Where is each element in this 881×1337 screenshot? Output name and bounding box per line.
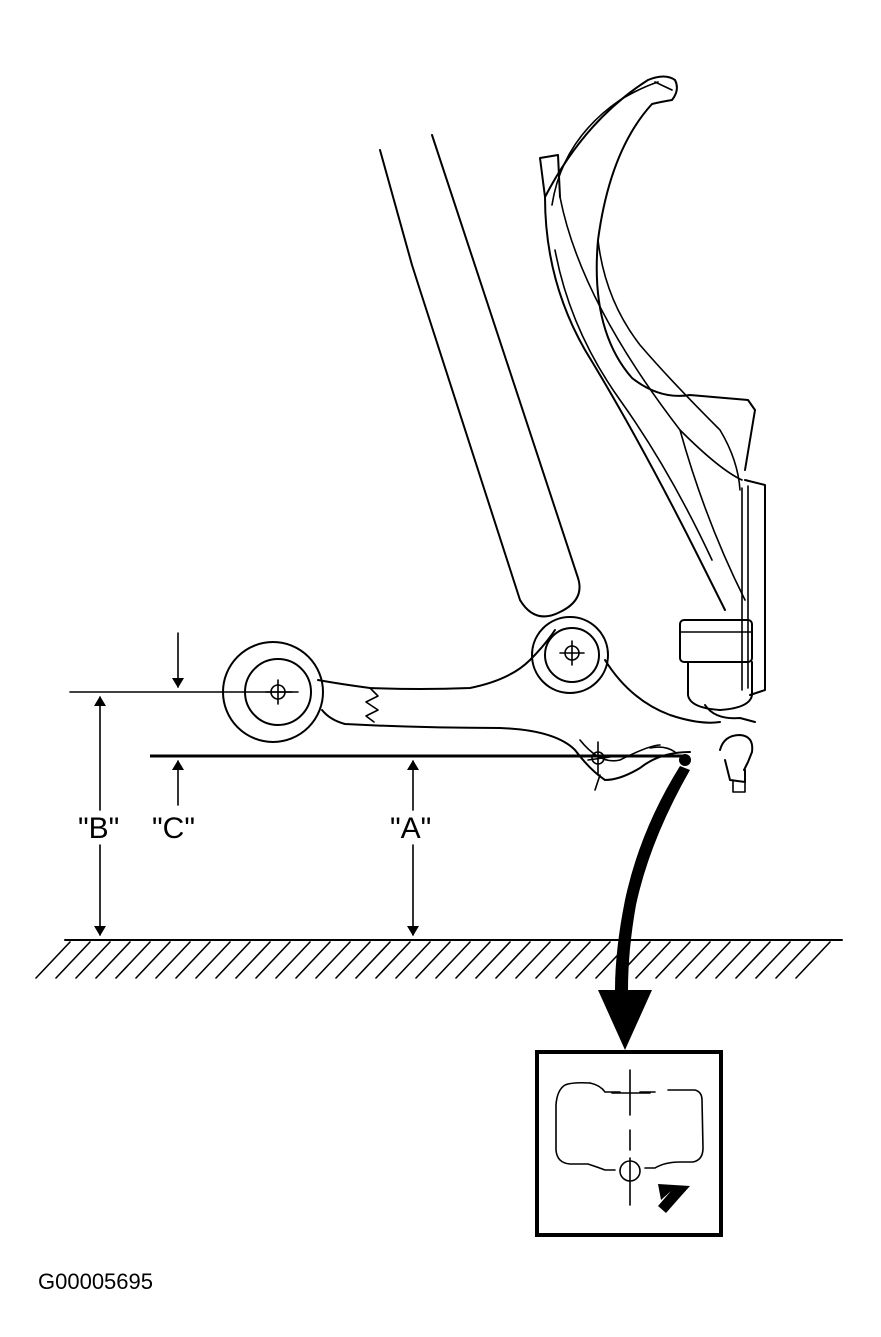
hatch-line	[695, 941, 731, 979]
hatch-line	[235, 941, 271, 979]
hatch-line	[195, 941, 231, 979]
hatch-line	[335, 941, 371, 979]
hatch-line	[715, 941, 751, 979]
hatch-line	[435, 941, 471, 979]
hatch-line	[475, 941, 511, 979]
hatch-line	[295, 941, 331, 979]
steering-knuckle	[539, 75, 766, 696]
hatch-line	[555, 941, 591, 979]
hatch-line	[55, 941, 91, 979]
hatch-line	[355, 941, 391, 979]
hatch-line	[215, 941, 251, 979]
hatch-line	[155, 941, 191, 979]
hatch-line	[515, 941, 551, 979]
hatch-line	[415, 941, 451, 979]
ground-surface	[35, 939, 843, 979]
hatch-line	[735, 941, 771, 979]
hatch-line	[135, 941, 171, 979]
hatch-line	[795, 941, 831, 979]
hatch-line	[755, 941, 791, 979]
hatch-line	[95, 941, 131, 979]
detail-inset	[535, 1050, 723, 1237]
label-b: "B"	[78, 812, 119, 845]
hatch-line	[375, 941, 411, 979]
hatch-line	[275, 941, 311, 979]
lower-control-arm	[222, 616, 721, 791]
hatch-line	[395, 941, 431, 979]
detail-callout-arrow	[598, 766, 690, 1050]
hatch-line	[635, 941, 671, 979]
pointer-arrow-icon	[658, 1184, 690, 1213]
strut-body	[379, 134, 581, 618]
hatch-line	[35, 941, 71, 979]
hatch-line	[315, 941, 351, 979]
hatch-line	[675, 941, 711, 979]
hatch-line	[535, 941, 571, 979]
lower-ball-joint	[679, 619, 756, 793]
hatch-line	[775, 941, 811, 979]
hatch-line	[575, 941, 611, 979]
figure-code: G00005695	[38, 1269, 153, 1294]
hatch-line	[255, 941, 291, 979]
hatch-line	[455, 941, 491, 979]
label-c: "C"	[152, 812, 195, 845]
label-a: "A"	[390, 812, 431, 845]
hatch-line	[175, 941, 211, 979]
hatch-line	[495, 941, 531, 979]
hatch-line	[655, 941, 691, 979]
dimension-lines	[69, 632, 691, 936]
hatch-line	[75, 941, 111, 979]
hatch-line	[115, 941, 151, 979]
